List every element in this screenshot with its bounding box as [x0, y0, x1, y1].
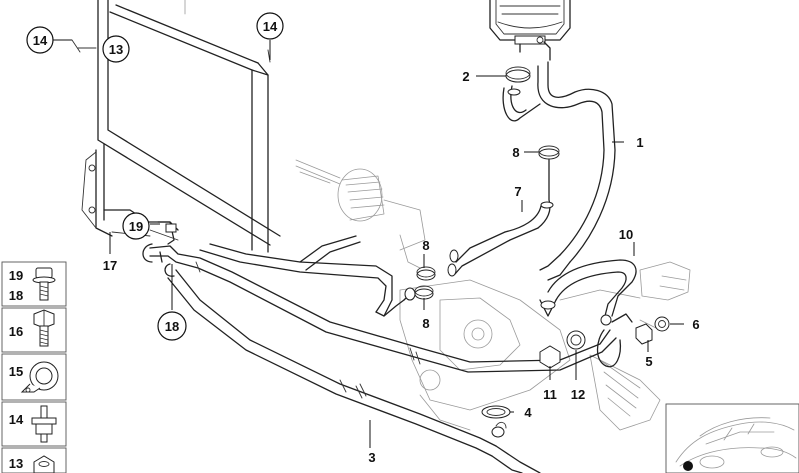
svg-text:13: 13 [9, 456, 23, 471]
hose-clamp-2 [505, 66, 531, 83]
label-12: 12 [571, 387, 585, 402]
panel-row-bolt-washer: 19 18 [1, 261, 67, 307]
panel-row-hose-clamp: 15 [1, 353, 67, 401]
hardware-panel: 19 18 16 15 [1, 261, 67, 473]
svg-text:18: 18 [165, 319, 179, 334]
callout-19: 19 [122, 212, 150, 240]
label-11: 11 [543, 387, 557, 402]
label-17: 17 [103, 258, 117, 273]
label-2: 2 [462, 69, 469, 84]
svg-text:15: 15 [9, 364, 23, 379]
callout-18: 18 [157, 311, 187, 341]
svg-text:19: 19 [129, 219, 143, 234]
label-8-low: 8 [422, 316, 429, 331]
label-7: 7 [514, 184, 521, 199]
callout-14-top-mid: 14 [256, 12, 284, 40]
car-silhouette-icon [675, 417, 797, 471]
fluid-reservoir [489, 0, 571, 61]
cooler-feed-lines [199, 235, 416, 317]
label-6: 6 [692, 317, 699, 332]
label-3: 3 [368, 450, 375, 465]
svg-text:16: 16 [9, 324, 23, 339]
hose-clamp-icon [20, 361, 59, 393]
svg-text:14: 14 [33, 33, 48, 48]
panel-row-hex-nut: 13 [1, 447, 67, 473]
stud-bolt-icon [31, 405, 57, 443]
fittings [481, 313, 670, 419]
bolt-with-washer-icon [32, 267, 56, 301]
leader-lines [52, 39, 684, 448]
svg-text:19: 19 [9, 268, 23, 283]
return-hose-1 [502, 61, 616, 281]
svg-text:13: 13 [109, 42, 123, 57]
oil-cooler-frame [71, 0, 281, 253]
hose-clamp-8-lower-pair [414, 266, 436, 300]
callout-13-top: 13 [102, 35, 130, 63]
hex-bolt-icon [33, 309, 55, 347]
label-5: 5 [645, 354, 652, 369]
svg-text:14: 14 [9, 412, 24, 427]
svg-text:18: 18 [9, 288, 23, 303]
hex-nut-icon [33, 455, 55, 473]
pressure-hose-10 [539, 259, 637, 321]
label-8-mid: 8 [422, 238, 429, 253]
label-4: 4 [524, 405, 532, 420]
label-10: 10 [619, 227, 633, 242]
hose-clamp-8-top [538, 145, 560, 160]
pressure-line-3 [142, 243, 617, 473]
svg-text:14: 14 [263, 19, 278, 34]
mount-bracket-17 [149, 221, 179, 245]
vehicle-inset [665, 403, 799, 473]
label-8-top: 8 [512, 145, 519, 160]
suction-hose-7 [447, 159, 554, 277]
label-1: 1 [636, 135, 643, 150]
panel-row-stud-bolt: 14 [1, 401, 67, 447]
steering-rack-ghost [295, 159, 691, 431]
callout-14-top-left: 14 [26, 26, 54, 54]
panel-row-hex-bolt: 16 [1, 307, 67, 353]
